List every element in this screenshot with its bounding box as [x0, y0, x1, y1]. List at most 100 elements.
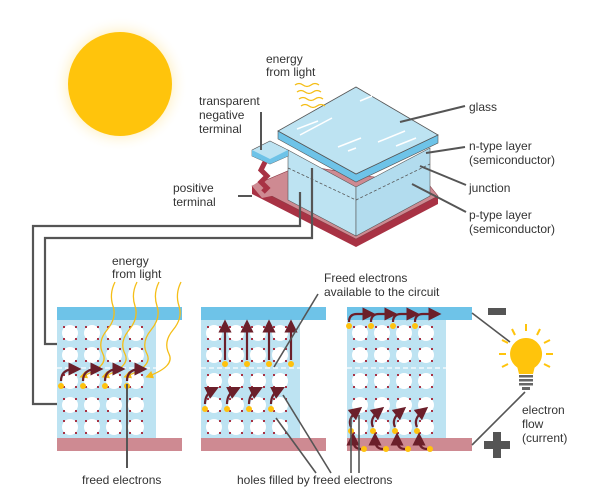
atom	[396, 419, 412, 435]
minus-sign	[488, 308, 506, 315]
electron	[246, 406, 252, 412]
atom	[352, 373, 368, 389]
electron	[383, 446, 389, 452]
sun	[52, 16, 188, 152]
electron	[244, 361, 250, 367]
wire-from-bulb	[471, 391, 526, 446]
glass-label: glass	[469, 100, 497, 114]
junction-label: junction	[468, 181, 510, 195]
bulb-base	[519, 375, 533, 390]
atom	[128, 419, 144, 435]
p-type-label-1: p-type layer	[469, 208, 532, 222]
atom	[418, 373, 434, 389]
atom	[250, 325, 266, 341]
electron-arrow	[125, 362, 148, 382]
electron-arrow	[59, 362, 82, 382]
n-type-label-1: n-type layer	[469, 139, 532, 153]
holes-caption: holes filled by freed electrons	[237, 473, 392, 487]
atom	[272, 325, 288, 341]
negative-terminal-label-1: transparent	[199, 94, 260, 108]
atom	[418, 347, 434, 363]
atom	[206, 397, 222, 413]
positive-terminal-label-2: terminal	[173, 195, 216, 209]
atom	[62, 373, 78, 389]
atom	[374, 373, 390, 389]
electron-arrow	[413, 307, 442, 323]
atom	[228, 347, 244, 363]
electron	[392, 428, 398, 434]
connecting-wires	[31, 168, 314, 406]
energy-label-line2: from light	[266, 65, 316, 79]
electron	[288, 361, 294, 367]
atom	[228, 373, 244, 389]
panel-1-energy-label-1: energy	[112, 254, 149, 268]
light-ray	[79, 281, 116, 379]
atom	[418, 325, 434, 341]
electron	[412, 323, 418, 329]
plus-sign	[484, 432, 510, 458]
atom	[272, 419, 288, 435]
light-bulb-icon	[499, 324, 553, 390]
electron	[390, 323, 396, 329]
atom	[272, 347, 288, 363]
panel-2-p-layer	[201, 438, 326, 451]
atom	[228, 325, 244, 341]
panel-1-energy-label-2: from light	[112, 267, 162, 281]
electron	[370, 428, 376, 434]
freed-available-leader	[273, 293, 319, 368]
electron	[368, 323, 374, 329]
electron	[202, 406, 208, 412]
atom	[396, 325, 412, 341]
atom	[62, 397, 78, 413]
atom	[84, 397, 100, 413]
atom	[272, 373, 288, 389]
atom	[106, 419, 122, 435]
atom	[62, 325, 78, 341]
holes-leaders	[275, 394, 360, 474]
atom	[128, 373, 144, 389]
atom	[228, 397, 244, 413]
p-plate-edge	[252, 186, 438, 247]
atom	[128, 347, 144, 363]
panel-1-n-layer	[57, 307, 182, 320]
atom	[396, 347, 412, 363]
atom	[374, 419, 390, 435]
sun-disc	[68, 32, 172, 136]
electron	[58, 383, 64, 389]
atom	[352, 347, 368, 363]
electron	[405, 446, 411, 452]
negative-terminal-label-2: negative	[199, 108, 245, 122]
panel-1-p-layer	[57, 438, 182, 451]
atom	[62, 347, 78, 363]
light-waves-3d	[294, 82, 326, 109]
electron-arrow	[391, 307, 420, 323]
electron	[222, 361, 228, 367]
electron-arrow	[247, 387, 263, 405]
junction-line	[287, 163, 431, 201]
electron	[224, 406, 230, 412]
cell-3d-labels: energy from light transparent negative t…	[173, 52, 555, 236]
cell-body-right	[355, 147, 431, 237]
wire-to-bulb-top	[471, 312, 511, 343]
electron-arrow	[269, 387, 285, 405]
electron-arrow	[369, 406, 385, 428]
glass-reflections	[296, 95, 417, 152]
electron-flow-label-1: electron	[522, 403, 565, 417]
n-type-label-2: (semiconductor)	[469, 153, 555, 167]
atom	[228, 419, 244, 435]
electron-arrow	[81, 362, 104, 382]
electron	[102, 383, 108, 389]
electron-arrow	[390, 432, 406, 451]
atom	[418, 397, 434, 413]
atom	[84, 325, 100, 341]
panel-2	[201, 307, 326, 451]
atom	[374, 397, 390, 413]
electron-arrow	[225, 387, 241, 405]
electron-flow-label-3: (current)	[522, 431, 567, 445]
atom	[106, 373, 122, 389]
atom	[106, 347, 122, 363]
energy-label-line1: energy	[266, 52, 303, 66]
bulb-neck	[516, 362, 536, 374]
electron-arrow	[203, 387, 219, 405]
